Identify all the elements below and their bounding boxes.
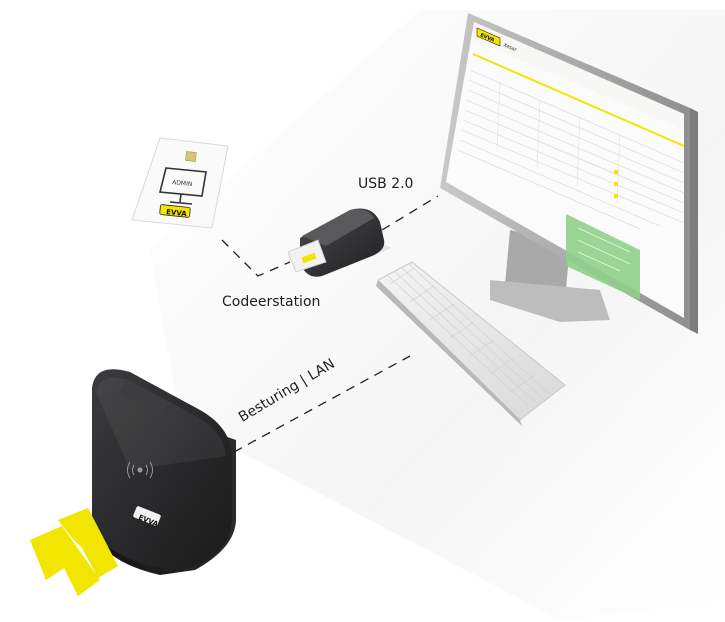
screen-notification bbox=[566, 214, 640, 300]
screen-logo-text: EVVA bbox=[479, 32, 495, 43]
card-logo-text: EVVA bbox=[166, 208, 188, 218]
screen-table bbox=[457, 69, 685, 230]
card-chip bbox=[185, 151, 197, 162]
monitor-stand-base bbox=[490, 280, 610, 322]
card-admin-text: ADMIN bbox=[172, 179, 193, 188]
unit-highlight bbox=[96, 377, 226, 470]
screen-header bbox=[473, 22, 684, 130]
unit-top bbox=[92, 369, 232, 569]
card-body bbox=[131, 137, 229, 229]
status-marker bbox=[614, 170, 618, 174]
coder-station bbox=[287, 208, 392, 277]
chevron-arrows-icon bbox=[30, 508, 118, 596]
screen-product-text: Xesar bbox=[502, 42, 518, 53]
card-monitor-icon bbox=[158, 167, 207, 205]
status-marker bbox=[614, 194, 618, 198]
usb-connector bbox=[381, 195, 439, 231]
chevron-arrow bbox=[58, 508, 118, 578]
nfc-icon bbox=[127, 461, 153, 479]
screen-nav-line bbox=[472, 53, 685, 147]
connector-lines bbox=[221, 195, 439, 453]
card-logo-badge bbox=[159, 204, 191, 218]
admin-card: ADMIN EVVA bbox=[131, 137, 229, 229]
screen-logo-badge bbox=[476, 27, 501, 47]
lan-connector bbox=[233, 355, 411, 453]
usb-label: USB 2.0 bbox=[358, 176, 414, 192]
keyboard bbox=[376, 261, 566, 426]
status-marker bbox=[614, 182, 618, 186]
card-to-station-connector bbox=[221, 239, 291, 277]
monitor-side bbox=[690, 108, 698, 334]
keyboard-edge bbox=[376, 280, 522, 426]
unit-slot bbox=[119, 380, 169, 416]
reader-top bbox=[302, 209, 374, 246]
coder-station-label: Codeerstation bbox=[222, 294, 321, 310]
monitor: EVVA Xesar bbox=[440, 13, 698, 334]
chevron-arrow bbox=[30, 526, 100, 596]
control-unit: EVVA bbox=[92, 369, 236, 575]
inserted-card-logo bbox=[301, 252, 317, 264]
screen-table-columns bbox=[496, 81, 621, 203]
keyboard-keys bbox=[387, 263, 550, 407]
unit-logo-badge bbox=[133, 506, 161, 526]
